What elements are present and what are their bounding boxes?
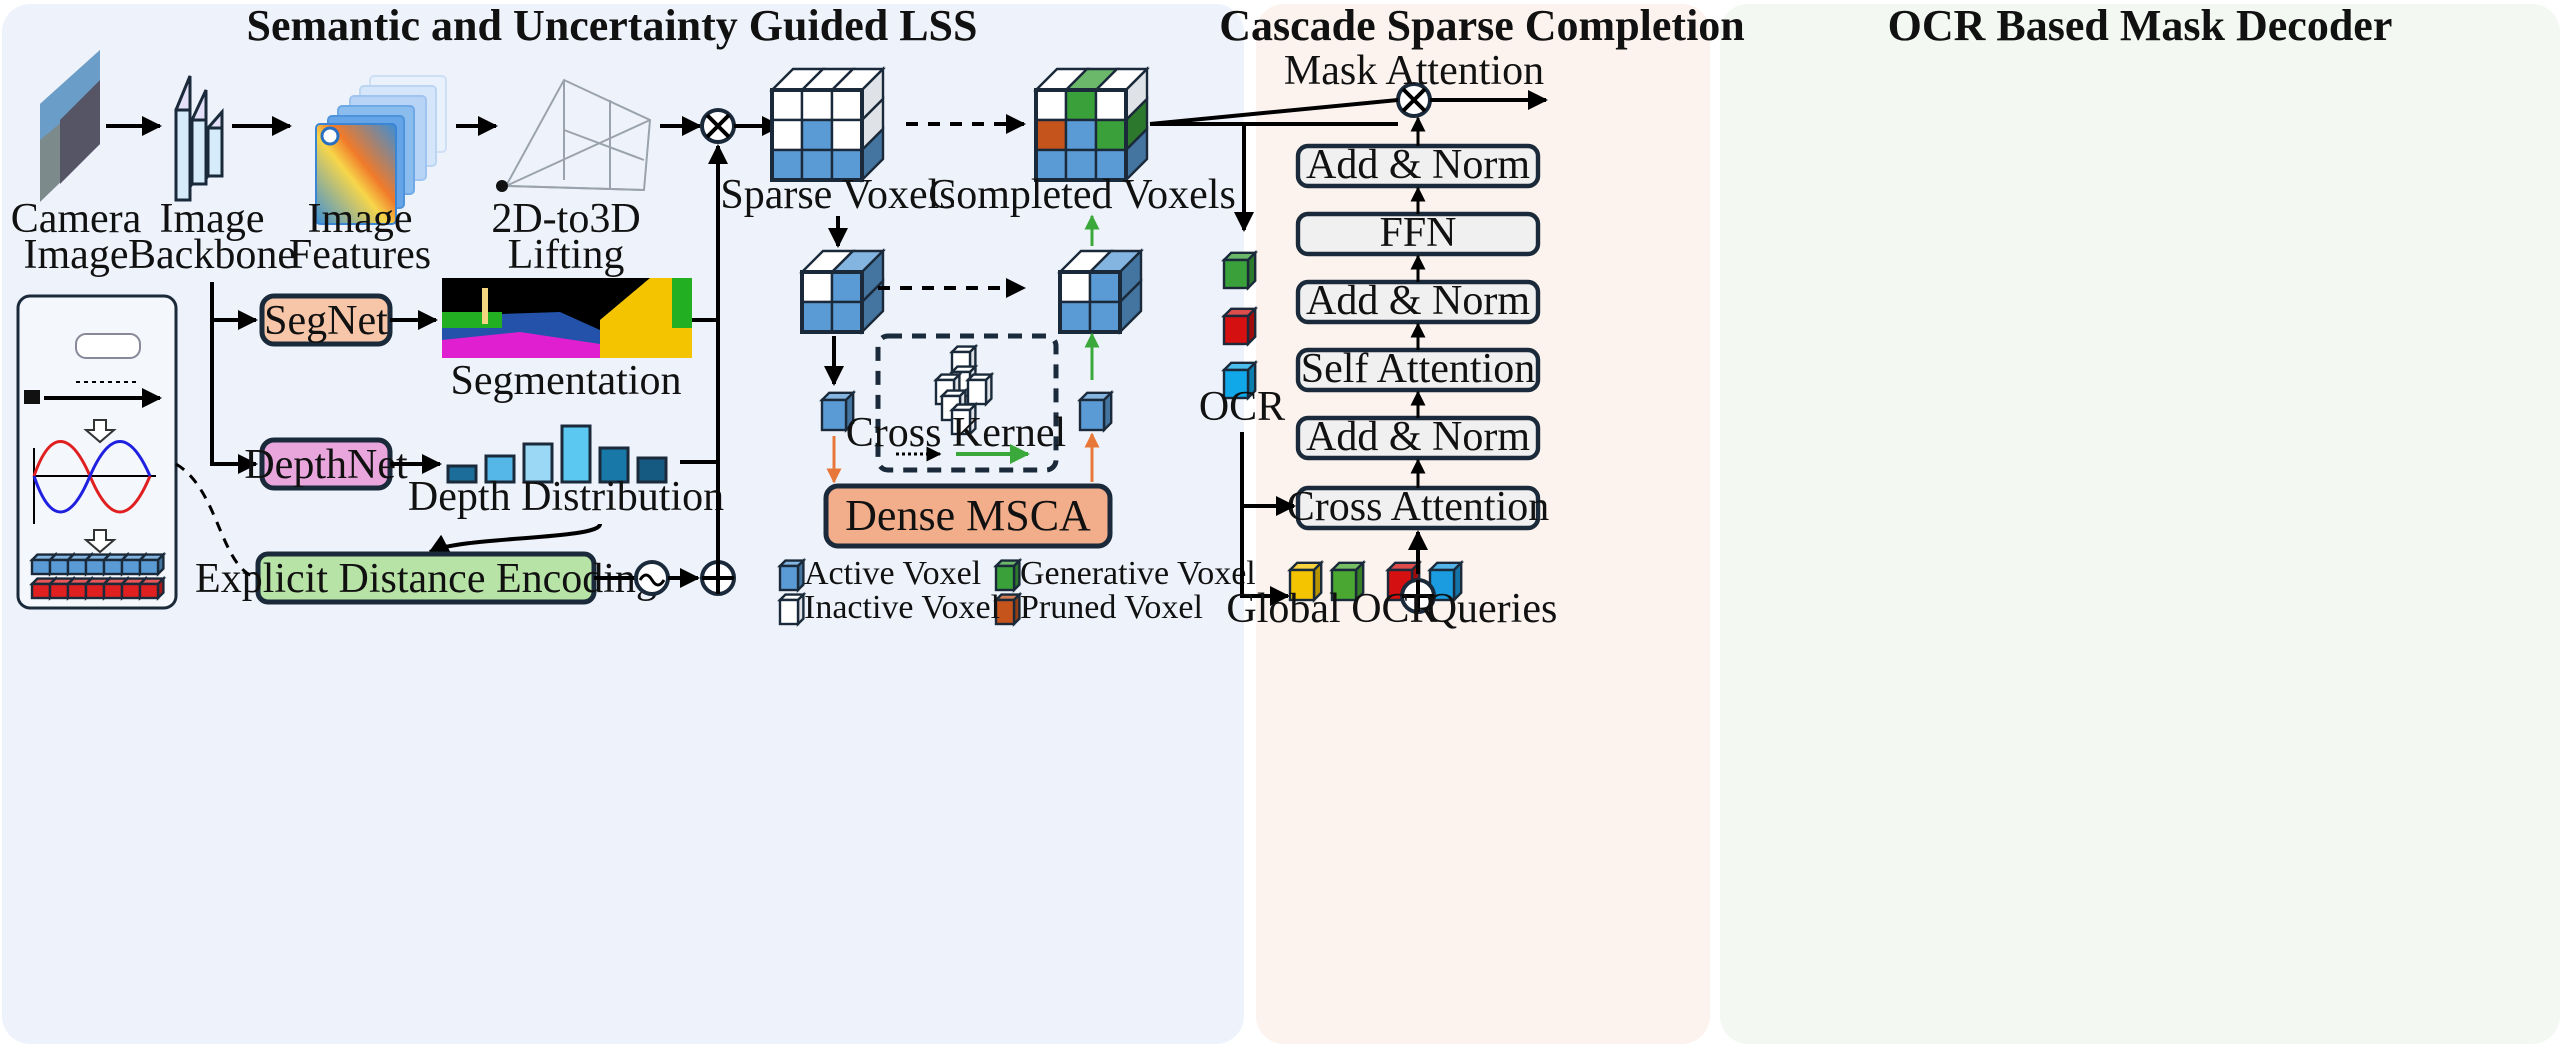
- multiply-icon: [700, 108, 736, 144]
- depth-bar: [636, 456, 668, 484]
- decoder-block-label: Self Attention: [1301, 346, 1536, 392]
- cross-kernel-voxel-icon: [949, 401, 979, 437]
- image-features-stack: [315, 75, 447, 225]
- decoder-block-cross-attention: Cross Attention: [1287, 484, 1550, 531]
- label-sparse-voxels: Sparse Voxels: [720, 172, 955, 218]
- cross-kernel-voxel-icon: [965, 371, 995, 407]
- ocr-red-cube-icon: [1221, 305, 1259, 347]
- label-image-backbone: Image: [160, 196, 265, 242]
- segmentation-map: [442, 278, 692, 358]
- label-camera-image-2: Image: [24, 232, 129, 278]
- cross-kernel-box: [875, 333, 1059, 473]
- global-ocr-yellow-cube-icon: [1287, 559, 1325, 603]
- panel-ocr: [1720, 4, 2560, 1044]
- encoding-block-icon: [137, 575, 167, 601]
- label-queries: Queries: [1427, 586, 1558, 632]
- lifting-frustum: [505, 78, 652, 192]
- depth-distribution-bars: [446, 424, 668, 484]
- label-mask-attention: Mask Attention: [1284, 48, 1544, 94]
- label-lifting-2: Lifting: [508, 232, 625, 278]
- decoder-block-ffn: FFN: [1295, 210, 1541, 257]
- panel-title-csc: Cascade Sparse Completion: [1219, 1, 1745, 50]
- completed-voxels-mid-cube: [1057, 248, 1144, 335]
- label-image-backbone-2: Backbone: [128, 232, 296, 278]
- label-segnet: SegNet: [264, 298, 388, 344]
- label-explicit-distance-encoding: Explicit Distance Encoding: [195, 556, 657, 602]
- eye-icon: [320, 126, 340, 146]
- add-icon: [700, 560, 736, 596]
- label-global-ocr: Global OCR: [1226, 586, 1437, 632]
- legend-inactive-voxel-icon: [777, 591, 807, 627]
- label-depth-distribution: Depth Distribution: [408, 474, 724, 520]
- decoder-block-label: Add & Norm: [1306, 142, 1530, 188]
- legend-generative-voxel-icon: [993, 557, 1023, 593]
- distance-encoding-inset: [16, 294, 178, 610]
- legend-active-voxel: Active Voxel: [804, 555, 981, 592]
- ocr-blue-cube-icon: [1221, 359, 1259, 401]
- encoding-block-icon: [137, 551, 167, 577]
- legend-pruned-voxel-icon: [993, 591, 1023, 627]
- legend-pruned-voxel: Pruned Voxel: [1020, 589, 1203, 626]
- sparse-voxels-cube: [769, 66, 886, 183]
- depth-bar: [598, 446, 630, 484]
- legend-inactive-voxel: Inactive Voxel: [804, 589, 1000, 626]
- concat-add-icon: [1400, 578, 1436, 614]
- label-dense-msca: Dense MSCA: [845, 491, 1091, 540]
- depth-bar: [446, 464, 478, 484]
- label-image-features-2: Features: [289, 232, 431, 278]
- decoder-block-label: Add & Norm: [1306, 414, 1530, 460]
- decoder-block-add-norm: Add & Norm: [1295, 278, 1541, 325]
- panel-lss: [2, 4, 1244, 1044]
- decoder-block-add-norm: Add & Norm: [1295, 142, 1541, 189]
- sine-icon: [634, 560, 670, 596]
- active-voxel-cube-icon: [819, 389, 857, 433]
- label-depthnet: DepthNet: [244, 442, 408, 488]
- depth-bar: [484, 454, 516, 484]
- decoder-block-label: FFN: [1379, 210, 1456, 256]
- global-ocr-green-cube-icon: [1329, 559, 1367, 603]
- label-lifting: 2D-to3D: [491, 196, 640, 242]
- label-segmentation: Segmentation: [451, 358, 682, 404]
- completed-voxels-cube: [1033, 66, 1150, 183]
- label-completed-voxels: Completed Voxels: [928, 172, 1236, 218]
- legend-generative-voxel: Generative Voxel: [1020, 555, 1256, 592]
- dense-msca-box: [823, 483, 1113, 549]
- backbone-icon: [174, 75, 224, 202]
- legend-active-voxel-icon: [777, 557, 807, 593]
- label-cross-kernel: Cross Kernel: [846, 410, 1066, 456]
- label-ocr: OCR: [1199, 384, 1285, 430]
- sparse-voxels-mid-cube: [799, 248, 886, 335]
- decoder-block-label: Add & Norm: [1306, 278, 1530, 324]
- panel-title-lss: Semantic and Uncertainty Guided LSS: [247, 1, 978, 50]
- ocr-green-cube-icon: [1221, 249, 1259, 291]
- label-image-features: Image: [308, 196, 413, 242]
- panel-title-ocr: OCR Based Mask Decoder: [1888, 1, 2393, 50]
- decoder-block-label: Cross Attention: [1287, 484, 1550, 530]
- camera-icon: [496, 180, 508, 192]
- depth-bar: [522, 442, 554, 484]
- decoder-block-add-norm: Add & Norm: [1295, 414, 1541, 461]
- label-camera-image: Camera: [11, 196, 142, 242]
- decoder-block-self-attention: Self Attention: [1295, 346, 1541, 393]
- depth-bar: [560, 424, 592, 484]
- active-voxel-cube-icon: [1077, 389, 1115, 433]
- camera-image: [40, 50, 100, 202]
